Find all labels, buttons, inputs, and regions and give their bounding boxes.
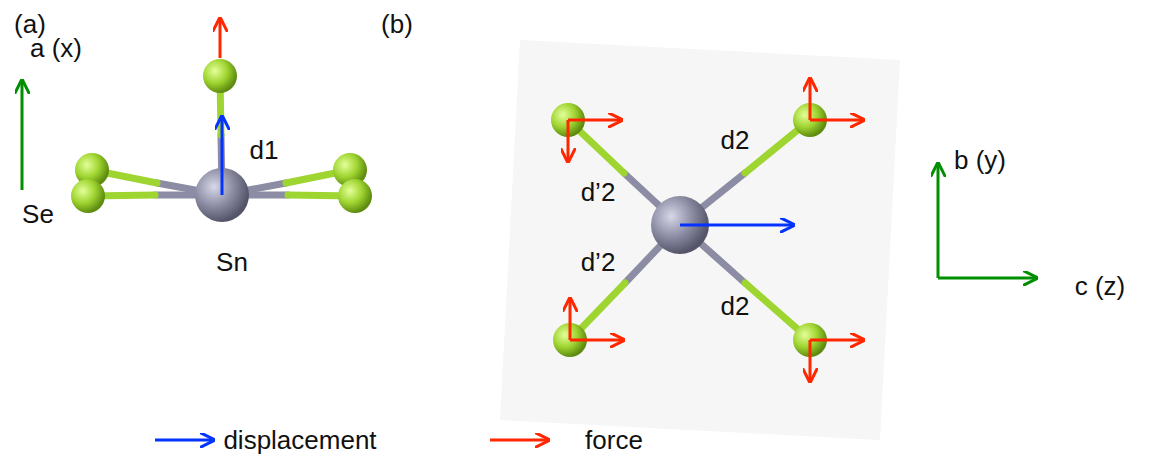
atom-label: Se [22,201,54,227]
panel-letter: (b) [381,11,413,37]
bond-sticks [568,120,810,340]
force-arrows [568,80,862,380]
axis-arrow [938,277,1035,280]
axis-label: a (x) [30,35,82,61]
atom-label: Sn [216,249,248,275]
bond-label: d2 [721,293,750,319]
panel-letter: (a) [14,11,46,37]
legend-text: displacement [223,427,376,453]
force-arrow [219,20,222,58]
legend-sample [155,439,212,442]
axis-label: c (z) [1075,273,1126,299]
legend-sample [490,439,547,442]
bond-label: d’2 [581,249,616,275]
atoms [71,59,372,222]
bond-label: d1 [250,137,279,163]
bond-label: d2 [721,127,750,153]
bond-label: d’2 [581,179,616,205]
displacement-arrow [221,118,224,195]
atoms [551,103,827,357]
axis-arrow [937,165,940,278]
bond-sticks [88,76,355,196]
legend-text: force [585,427,643,453]
axis-label: b (y) [954,147,1006,173]
displacement-arrow [680,224,792,227]
panel-background [500,40,900,440]
axis-arrow [21,82,24,190]
